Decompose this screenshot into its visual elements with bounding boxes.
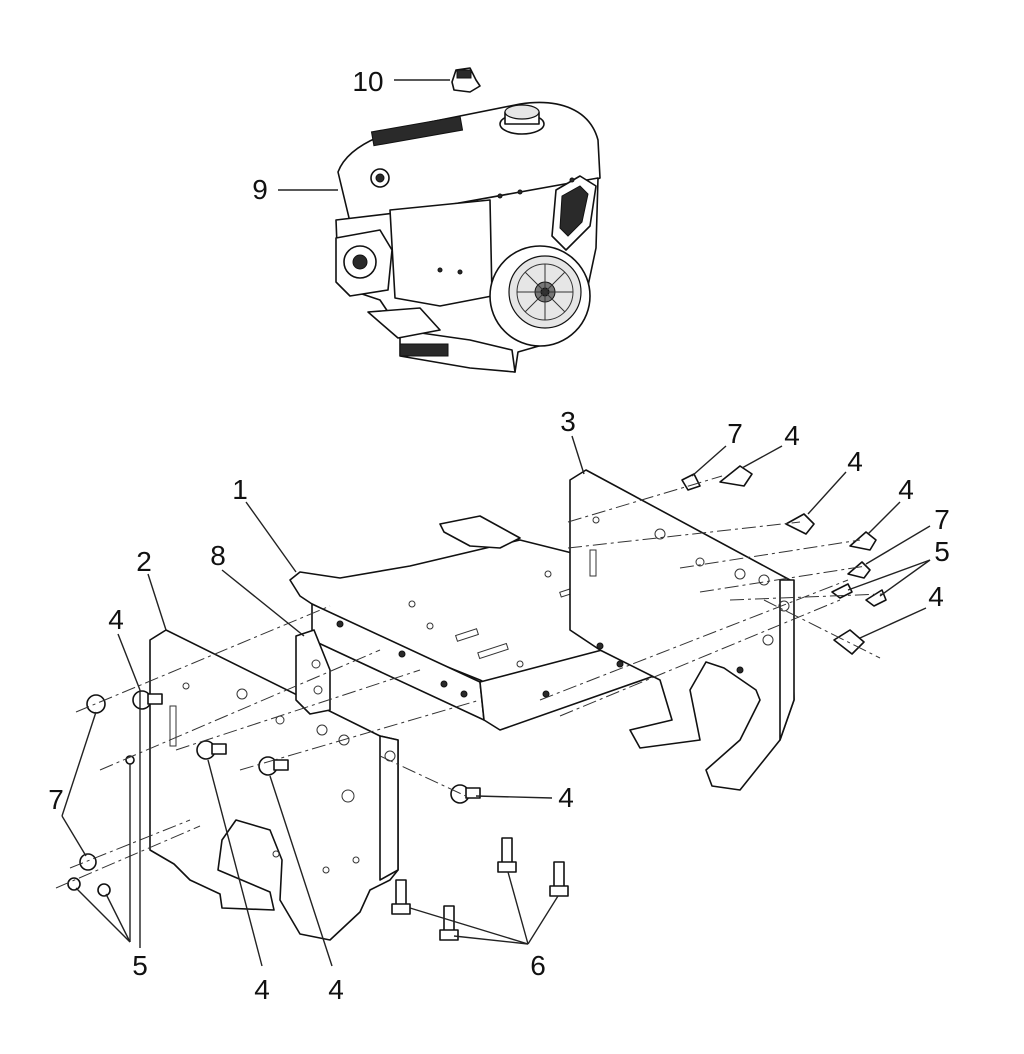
cap-part-10: [451, 67, 481, 93]
callout-4-right: 4: [928, 581, 944, 612]
left-side-plate-part-2: [149, 629, 399, 941]
callout-7-right: 7: [934, 504, 950, 535]
alignment-centerlines: [55, 475, 883, 889]
callout-4-top-c: 4: [898, 474, 914, 505]
callout-10: 10: [352, 66, 384, 97]
callout-1: 1: [232, 474, 248, 505]
callout-4-mid: 4: [558, 782, 574, 813]
callout-7-top: 7: [727, 418, 743, 449]
callout-4-left: 4: [108, 604, 124, 635]
callout-5-left: 5: [132, 950, 148, 981]
callout-4-top-b: 4: [847, 446, 863, 477]
callout-4-bottom-a: 4: [254, 974, 270, 1005]
right-side-plate-part-3: [569, 469, 795, 791]
callout-2: 2: [136, 546, 152, 577]
callout-8: 8: [210, 540, 226, 571]
callout-4-top-a: 4: [784, 420, 800, 451]
callout-9: 9: [252, 174, 268, 205]
leader-lines: [61, 79, 931, 967]
bracket-part-8: [295, 629, 331, 715]
callout-7-left: 7: [48, 784, 64, 815]
callout-3: 3: [560, 406, 576, 437]
callout-5-right: 5: [934, 536, 950, 567]
fan-fins: [516, 263, 574, 321]
callout-4-bottom-b: 4: [328, 974, 344, 1005]
engine-assembly: [335, 101, 601, 373]
callout-6: 6: [530, 950, 546, 981]
studs-part-6: [391, 837, 569, 941]
